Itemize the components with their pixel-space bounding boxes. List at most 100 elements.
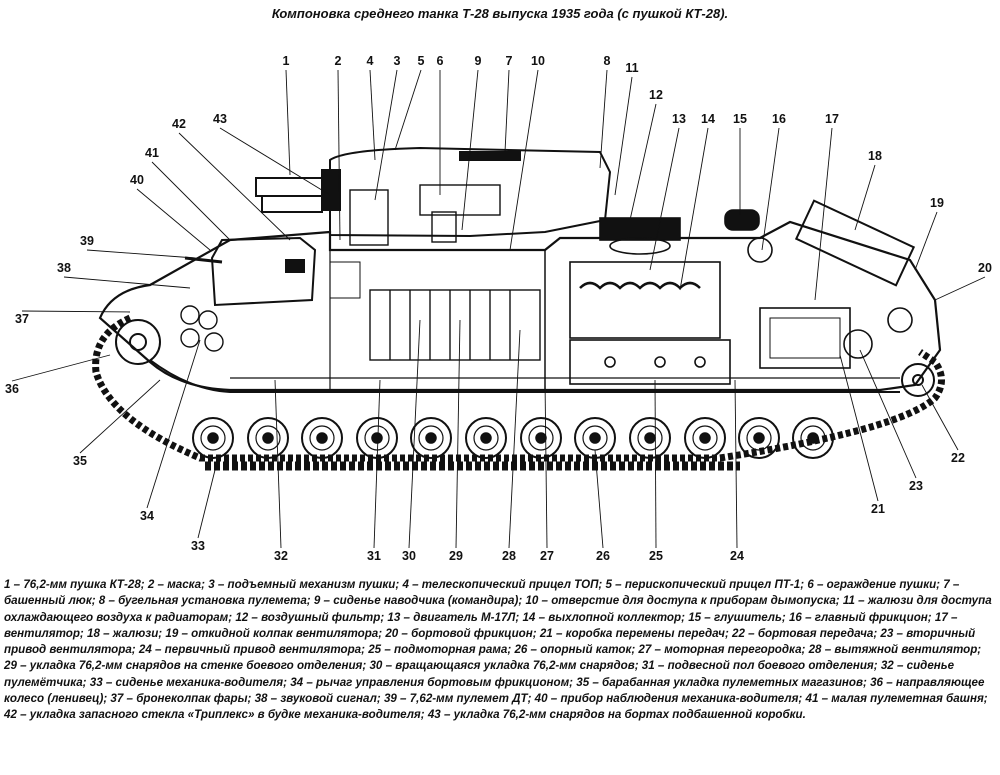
idler-wheel: [115, 319, 161, 365]
legend-item-25: 25 – подмоторная рама;: [368, 643, 515, 657]
legend-item-8: 8 – бугельная установка пулемета;: [98, 594, 314, 608]
leader-line-9: [461, 69, 479, 231]
page-title: Компоновка среднего танка Т-28 выпуска 1…: [271, 6, 729, 21]
legend-item-20: 20 – бортовой фрикцион;: [385, 626, 540, 640]
leader-line-11: [614, 76, 633, 196]
legend-item-42: 42 – укладка запасного стекла «Триплекс»…: [4, 708, 428, 722]
legend-item-16: 16 – главный фрикцион;: [788, 610, 935, 624]
legend-item-2: 2 – маска;: [147, 578, 209, 591]
road-wheel: [629, 417, 671, 459]
legend-item-15: 15 – глушитель;: [688, 610, 789, 624]
leader-line-41: [151, 161, 231, 241]
callout-37: 37: [15, 312, 29, 326]
callout-41: 41: [145, 146, 159, 160]
leader-line-43: [219, 127, 331, 196]
callout-32: 32: [274, 549, 288, 563]
legend-item-17: 17 – вентилятор;: [4, 610, 958, 640]
callout-34: 34: [140, 509, 154, 523]
leader-line-8: [599, 69, 608, 169]
legend-item-21: 21 – коробка перемены передач;: [539, 626, 733, 640]
callout-36: 36: [5, 382, 19, 396]
callout-24: 24: [730, 549, 744, 563]
callout-21: 21: [871, 502, 885, 516]
engine-m17l: [569, 217, 731, 385]
callout-28: 28: [502, 549, 516, 563]
callout-1: 1: [283, 54, 290, 68]
callout-33: 33: [191, 539, 205, 553]
callout-43: 43: [213, 112, 227, 126]
leader-line-38: [63, 276, 191, 289]
road-wheel: [792, 417, 834, 459]
leader-line-16: [761, 127, 780, 251]
leader-line-35: [79, 379, 161, 454]
legend-item-33: 33 – сиденье механика-водителя;: [89, 675, 291, 689]
callout-16: 16: [772, 112, 786, 126]
legend-item-18: 18 – жалюзи;: [87, 626, 166, 640]
callout-27: 27: [540, 549, 554, 563]
leader-line-39: [86, 249, 196, 259]
callout-3: 3: [394, 54, 401, 68]
legend-item-10: 10 – отверстие для доступа к приборам ды…: [525, 594, 843, 608]
leader-line-25: [654, 379, 657, 549]
leader-line-19: [914, 211, 938, 271]
callout-38: 38: [57, 261, 71, 275]
legend-item-14: 14 – выхлопной коллектор;: [522, 610, 689, 624]
road-wheel: [410, 417, 452, 459]
leader-line-30: [408, 319, 421, 549]
legend-item-19: 19 – откидной колпак вентилятора;: [165, 626, 386, 640]
legend-item-4: 4 – телескопический прицел ТОП;: [402, 578, 606, 591]
callout-leaders: [11, 69, 986, 549]
leader-line-13: [649, 127, 680, 271]
leader-line-2: [337, 69, 341, 241]
leader-line-28: [508, 329, 521, 549]
leader-line-33: [197, 469, 216, 539]
legend-item-38: 38 – звуковой сигнал;: [254, 692, 384, 706]
legend-item-26: 26 – опорный каток;: [514, 643, 639, 657]
leader-line-37: [21, 310, 131, 313]
legend-item-29: 29 – укладка 76,2-мм снарядов на стенке …: [4, 659, 370, 673]
legend-item-36: 36 – направляющее колесо (ленивец);: [4, 675, 985, 706]
main-turret: [329, 146, 612, 238]
leader-line-40: [136, 188, 211, 251]
callout-40: 40: [130, 173, 144, 187]
legend-item-43: 43 – укладка 76,2-мм снарядов на бортах …: [427, 708, 806, 722]
callout-8: 8: [604, 54, 611, 68]
legend-item-41: 41 – малая пулеметная башня;: [805, 692, 988, 706]
leader-line-21: [839, 354, 879, 502]
road-wheel: [520, 417, 562, 459]
leader-line-10: [509, 69, 539, 251]
legend-item-3: 3 – подъемный механизм пушки;: [208, 578, 403, 591]
leader-line-14: [679, 127, 709, 291]
legend-item-40: 40 – прибор наблюдения механика-водителя…: [534, 692, 806, 706]
leader-line-31: [373, 379, 381, 549]
legend-item-7: 7 – башенный люк;: [4, 578, 960, 608]
callout-25: 25: [649, 549, 663, 563]
road-wheel: [574, 417, 616, 459]
leader-line-32: [274, 379, 282, 549]
road-wheel: [247, 417, 289, 459]
leader-line-34: [146, 339, 201, 509]
callout-19: 19: [930, 196, 944, 210]
road-wheel: [465, 417, 507, 459]
legend-item-32: 32 – сиденье пулемётчика;: [4, 659, 955, 689]
callout-15: 15: [733, 112, 747, 126]
road-wheel: [684, 417, 726, 459]
legend-item-23: 23 – вторичный привод вентилятора;: [4, 626, 976, 657]
small-mg-turret: [184, 236, 317, 307]
transmission: [724, 199, 916, 369]
road-wheel: [301, 417, 343, 459]
leader-line-42: [178, 132, 291, 241]
road-wheels: [192, 417, 834, 459]
legend-item-22: 22 – бортовая передача;: [732, 626, 881, 640]
callout-10: 10: [531, 54, 545, 68]
leader-line-24: [734, 379, 738, 549]
legend-item-13: 13 – двигатель М-17Л;: [387, 610, 523, 624]
callout-23: 23: [909, 479, 923, 493]
legend-item-12: 12 – воздушный фильтр;: [235, 610, 388, 624]
callout-9: 9: [475, 54, 482, 68]
leader-line-36: [11, 354, 111, 382]
drive-sprocket: [901, 363, 935, 397]
road-wheel: [738, 417, 780, 459]
leader-line-1: [285, 69, 291, 176]
